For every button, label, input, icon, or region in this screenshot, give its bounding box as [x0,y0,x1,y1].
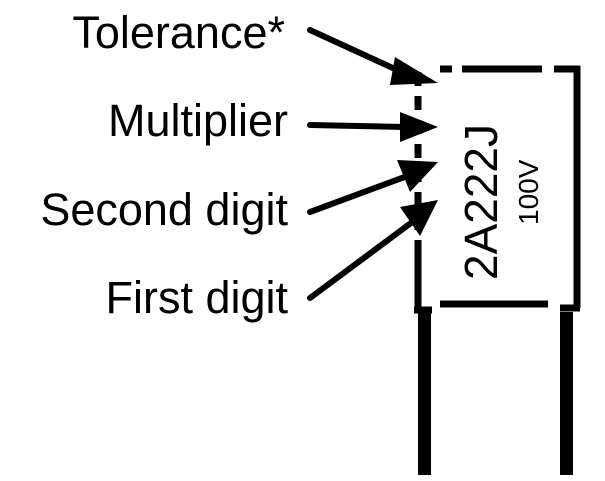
capacitor-lead-left [418,312,431,475]
arrowhead-tolerance [390,57,438,85]
capacitor-body [414,65,581,314]
arrow-first-digit [307,217,418,301]
capacitor-lead-right [560,312,573,475]
arrow-second-digit [307,172,413,215]
capacitor-code: 2A222J [455,124,507,280]
label-second-digit: Second digit [40,184,288,235]
label-tolerance: Tolerance* [72,7,285,58]
arrow-multiplier [307,122,408,130]
label-multiplier: Multiplier [108,95,288,146]
arrow-tolerance [307,27,411,78]
label-first-digit: First digit [105,272,288,323]
capacitor-voltage: 100V [513,159,544,225]
